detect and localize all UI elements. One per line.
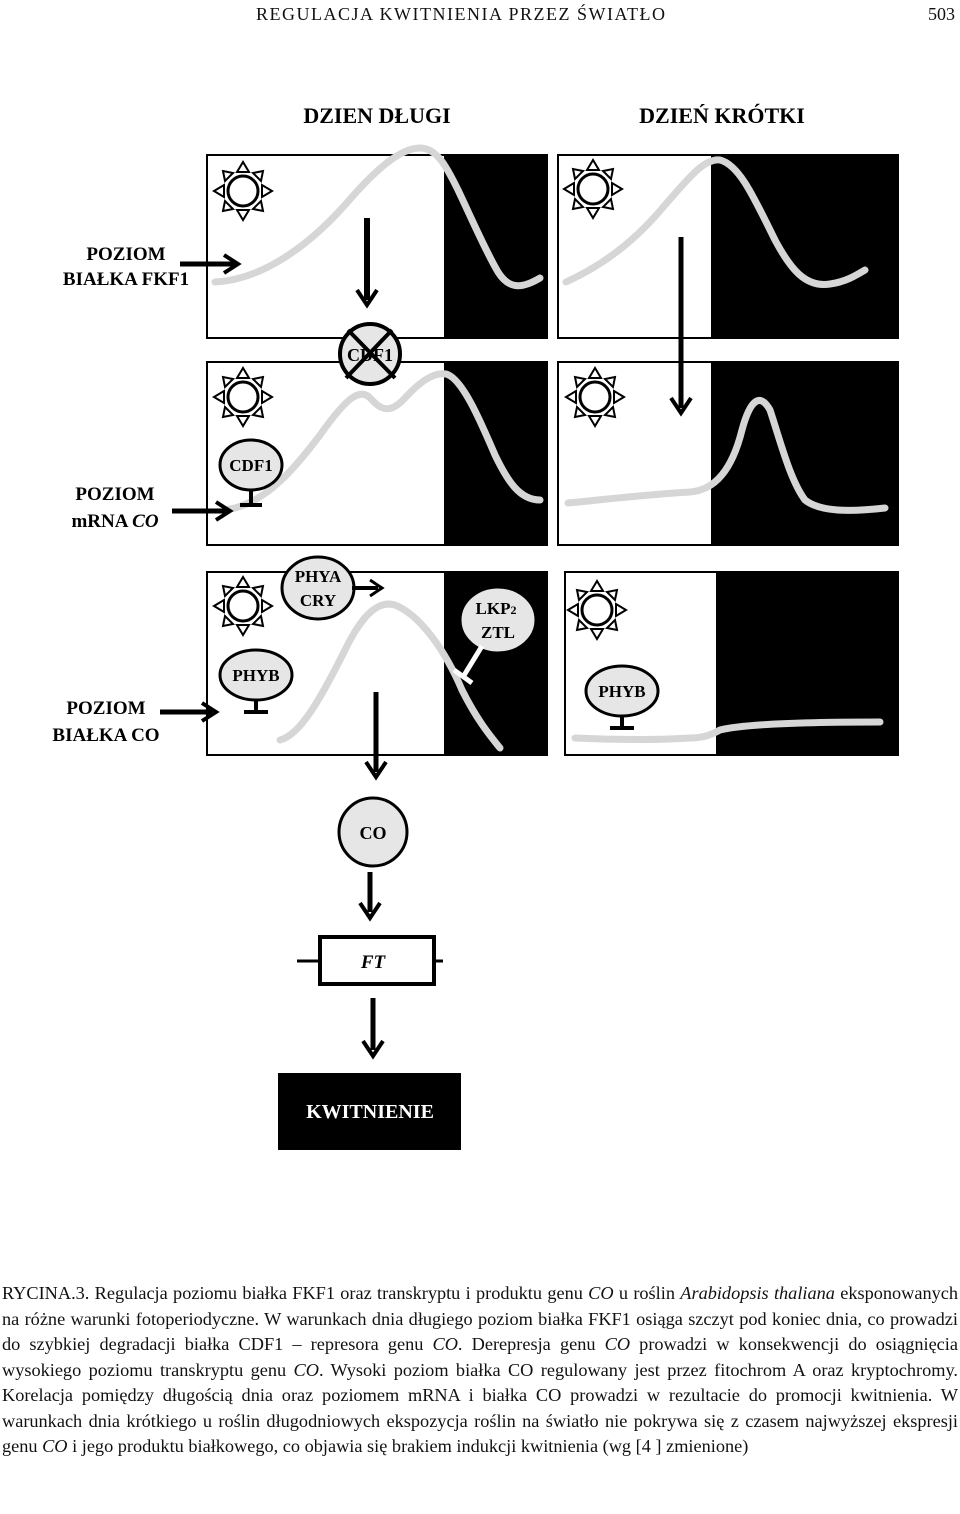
sun-icon bbox=[566, 579, 628, 641]
flowering-regulation-figure: DZIEN DŁUGI DZIEŃ KRÓTKI bbox=[52, 103, 899, 1150]
caption-species: Arabidopsis thaliana bbox=[680, 1283, 835, 1303]
page-number: 503 bbox=[928, 4, 955, 24]
ft-label: FT bbox=[360, 952, 387, 973]
fkf1-curve-short bbox=[562, 156, 869, 288]
lkp2-ztl-node: LKP2 ZTL bbox=[452, 585, 538, 686]
caption-label: RYCINA.3. bbox=[2, 1283, 90, 1303]
phyb-long-node: PHYB bbox=[218, 648, 294, 714]
caption-gene: CO bbox=[42, 1436, 68, 1456]
phyb-short-node: PHYB bbox=[584, 664, 660, 730]
sun-icon bbox=[212, 366, 274, 428]
caption-gene: CO bbox=[432, 1334, 458, 1354]
fkf1-curve-long bbox=[211, 144, 544, 290]
arrow-co-to-ft bbox=[358, 872, 382, 922]
phyb-long-label: PHYB bbox=[232, 666, 279, 685]
sun-icon bbox=[564, 366, 626, 428]
label-fkf1-line1: POZIOM bbox=[86, 244, 165, 265]
panel-mrna-short-day bbox=[557, 361, 899, 546]
arrow-fkf1-label bbox=[180, 253, 242, 275]
co-curve-short bbox=[571, 718, 884, 743]
caption-text: . Wysoki poziom białka CO regulowany jes… bbox=[2, 1359, 958, 1457]
running-head: REGULACJA KWITNIENIA PRZEZ ŚWIATŁO bbox=[256, 4, 667, 24]
caption-text: i jego produktu białkowego, co objawia s… bbox=[67, 1436, 749, 1456]
flowering-label: KWITNIENIE bbox=[306, 1101, 434, 1123]
cry-label: CRY bbox=[300, 591, 336, 610]
co-node: CO bbox=[337, 796, 409, 868]
title-long-day: DZIEN DŁUGI bbox=[303, 103, 450, 128]
caption-gene: CO bbox=[293, 1359, 319, 1380]
label-fkf1-line2: BIAŁKA FKF1 bbox=[63, 269, 189, 290]
arrow-fkf1-to-cdf1 bbox=[355, 218, 379, 309]
figure-caption: RYCINA.3. Regulacja poziomu białka FKF1 … bbox=[2, 1281, 958, 1460]
label-mrna-line2: mRNA CO bbox=[71, 511, 158, 532]
cdf1-repressor: CDF1 bbox=[218, 438, 284, 507]
title-short-day: DZIEŃ KRÓTKI bbox=[639, 103, 805, 128]
label-co-line1: POZIOM bbox=[66, 698, 145, 719]
ft-gene-box: FT bbox=[297, 935, 443, 986]
phya-label: PHYA bbox=[295, 567, 342, 586]
sun-icon bbox=[562, 158, 624, 220]
panel-fkf1-short-day bbox=[557, 154, 899, 339]
phyb-short-label: PHYB bbox=[598, 682, 645, 701]
mrna-curve-long bbox=[221, 370, 544, 514]
caption-text: prowadzi w konsekwencji do osiągnięcia w… bbox=[2, 1334, 958, 1380]
sun-icon bbox=[212, 160, 274, 222]
sun-icon bbox=[212, 575, 274, 637]
panel-fkf1-long-day bbox=[206, 144, 548, 339]
cdf1-degraded-node: CDF1 bbox=[338, 322, 402, 386]
cdf1-label: CDF1 bbox=[229, 456, 272, 475]
arrow-to-co bbox=[364, 692, 388, 781]
flowering-box: KWITNIENIE bbox=[278, 1073, 461, 1150]
arrow-short-day-fkf1-to-mrna bbox=[669, 237, 693, 417]
co-node-label: CO bbox=[360, 823, 387, 843]
lkp2-label: LKP2 bbox=[476, 599, 517, 618]
co-curve-long bbox=[276, 600, 504, 752]
caption-text: u roślin bbox=[613, 1283, 681, 1303]
arrow-co-label bbox=[160, 701, 220, 723]
ztl-label: ZTL bbox=[481, 623, 515, 642]
caption-text: Regulacja poziomu białka FKF1 oraz trans… bbox=[89, 1283, 589, 1303]
label-mrna-line1: POZIOM bbox=[75, 484, 154, 505]
arrow-mrna-label bbox=[172, 500, 234, 522]
mrna-curve-short bbox=[564, 397, 889, 514]
caption-gene: CO bbox=[604, 1334, 631, 1354]
arrow-ft-to-flowering bbox=[361, 998, 385, 1060]
caption-text: eksponowanych na różne warunki fotoperio… bbox=[2, 1283, 958, 1354]
caption-gene: CO bbox=[588, 1283, 614, 1303]
label-co-line2: BIAŁKA CO bbox=[52, 725, 159, 746]
phya-cry-node: PHYA CRY bbox=[280, 555, 385, 621]
caption-text: . Derepresja genu bbox=[457, 1334, 605, 1354]
